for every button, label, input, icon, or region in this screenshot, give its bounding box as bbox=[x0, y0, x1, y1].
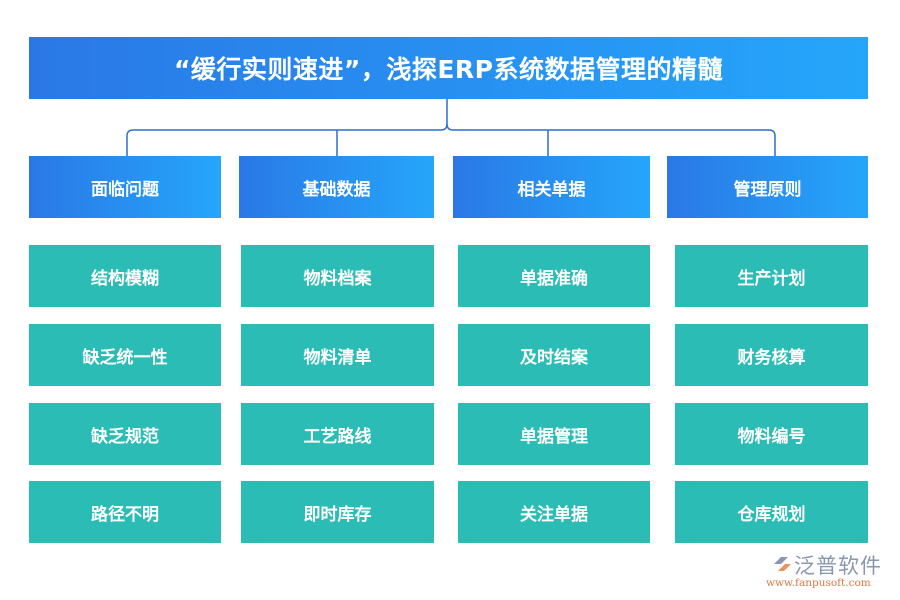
item-box: 路径不明 bbox=[29, 481, 221, 543]
item-box: 物料档案 bbox=[241, 245, 434, 307]
item-box: 工艺路线 bbox=[241, 403, 434, 465]
connector-left bbox=[126, 99, 448, 156]
column-header: 面临问题 bbox=[29, 156, 221, 218]
item-box: 物料编号 bbox=[675, 403, 868, 465]
item-box: 缺乏统一性 bbox=[29, 324, 221, 386]
item-box: 仓库规划 bbox=[675, 481, 868, 543]
item-box: 单据管理 bbox=[458, 403, 650, 465]
logo-name: 泛普软件 bbox=[794, 554, 882, 578]
item-box: 及时结案 bbox=[458, 324, 650, 386]
logo-icon bbox=[774, 557, 791, 571]
item-box: 即时库存 bbox=[241, 481, 434, 543]
column-header: 管理原则 bbox=[667, 156, 868, 218]
page-title: “缓行实则速进”，浅探ERP系统数据管理的精髓 bbox=[29, 37, 868, 99]
item-box: 生产计划 bbox=[675, 245, 868, 307]
item-box: 关注单据 bbox=[458, 481, 650, 543]
item-box: 缺乏规范 bbox=[29, 403, 221, 465]
item-box: 结构模糊 bbox=[29, 245, 221, 307]
column-header: 基础数据 bbox=[239, 156, 434, 218]
connector-right bbox=[446, 123, 776, 156]
brand-logo: 泛普软件 www.fanpusoft.com bbox=[766, 550, 896, 594]
column-header: 相关单据 bbox=[453, 156, 650, 218]
item-box: 财务核算 bbox=[675, 324, 868, 386]
item-box: 物料清单 bbox=[241, 324, 434, 386]
item-box: 单据准确 bbox=[458, 245, 650, 307]
logo-url: www.fanpusoft.com bbox=[766, 577, 871, 589]
